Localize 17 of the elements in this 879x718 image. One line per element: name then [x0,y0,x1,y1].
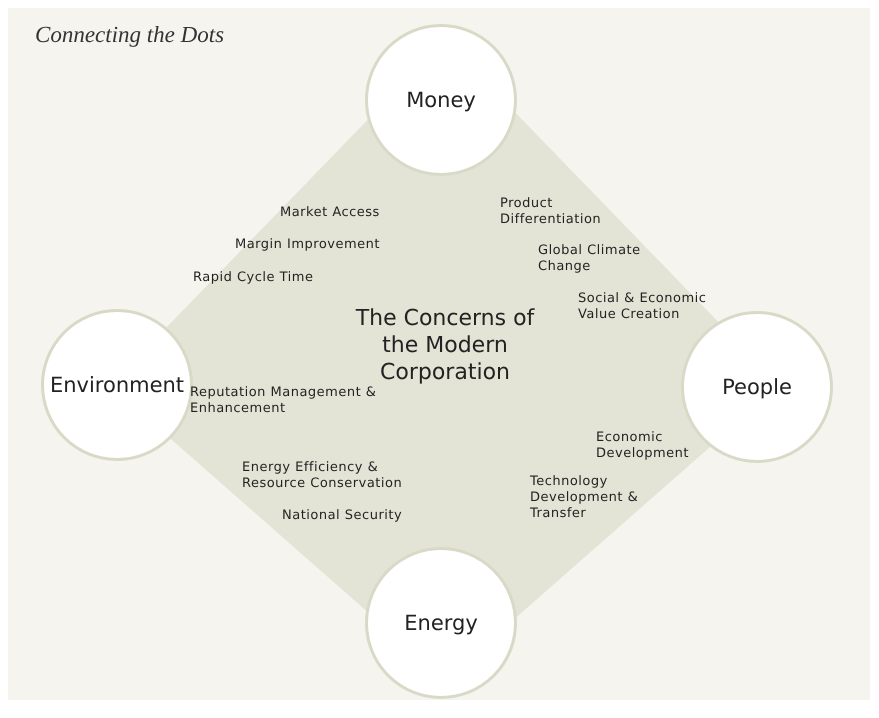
concern-label: Social & Economic Value Creation [578,291,708,323]
concern-label: Economic Development [596,430,690,462]
concern-label: Technology Development & Transfer [530,474,640,522]
concern-label: Market Access [280,205,381,221]
concern-label: Energy Efficiency & Resource Conservation [242,460,404,492]
concern-label: Reputation Management & Enhancement [190,385,378,417]
circle-label: People [722,375,792,399]
title: Connecting the Dots [35,22,224,48]
circle-label: Environment [50,373,184,397]
concern-label: Margin Improvement [235,237,381,253]
center-heading: The Concerns of the Modern Corporation [354,305,536,386]
concern-label: National Security [282,508,404,524]
concern-label: Product Differentiation [500,196,602,228]
circle-label: Energy [404,611,478,635]
concern-label: Rapid Cycle Time [193,270,314,286]
concern-label: Global Climate Change [538,243,642,275]
circle-label: Money [406,88,476,112]
